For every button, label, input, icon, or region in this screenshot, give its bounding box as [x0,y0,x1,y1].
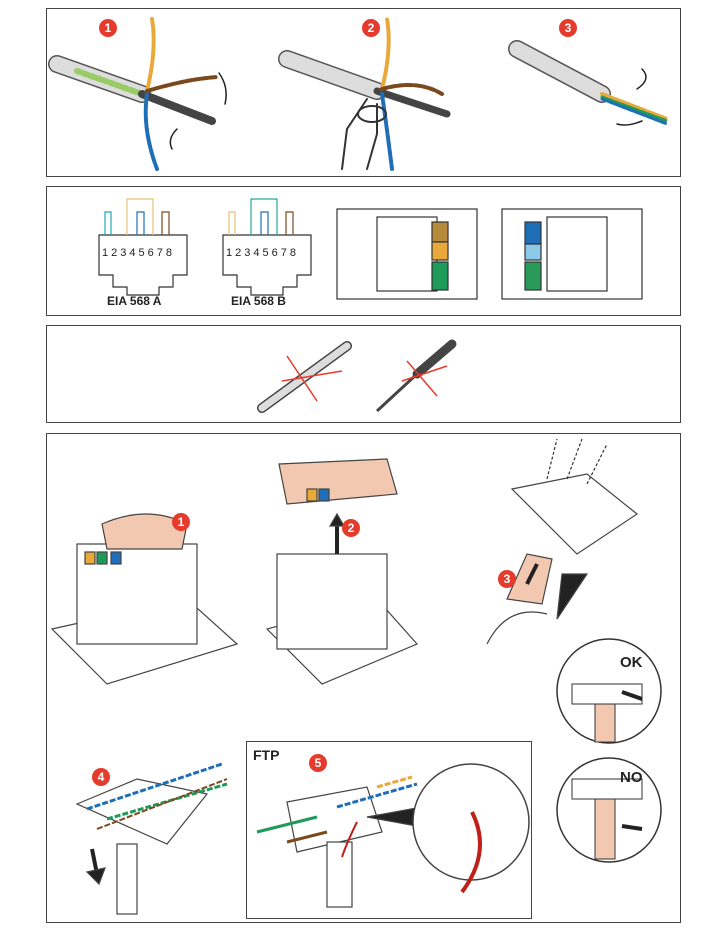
punch-down-tool-crossed-icon [257,341,352,413]
cable-step-1 [48,17,227,171]
module-step-4 [75,762,228,915]
step-badge-3: 3 [559,19,577,37]
label-no: NO [620,769,643,786]
ftp-detail-box: FTP 5 [246,741,532,919]
prohibited-tools-illustration [257,339,457,413]
panel-assembly: 1 2 3 4 OK NO FTP 5 [46,433,681,923]
wiring-diagrams [98,198,643,300]
rj45-socket-568a [98,198,188,296]
pin-numbers-568a: 12345678 [102,247,175,259]
step-badge-2: 2 [362,19,380,37]
ftp-illustration [256,763,530,908]
assembly-badge-2: 2 [342,519,360,537]
label-ftp: FTP [253,747,280,763]
assembly-badge-4: 4 [92,768,110,786]
keystone-jack-front [336,208,478,300]
module-step-1 [50,513,239,685]
panel-wiring-standards: 12345678 12345678 EIA 568 A EIA 568 B [46,186,681,316]
module-step-2 [265,458,419,685]
pin-numbers-568b: 12345678 [226,247,299,259]
detail-ok [556,638,662,744]
rj45-socket-568b [222,198,312,296]
label-ok: OK [620,654,643,671]
assembly-illustration [50,438,662,915]
assembly-badge-1: 1 [172,513,190,531]
keystone-jack-back [501,208,643,300]
detail-no [556,757,662,863]
cable-step-3 [508,40,669,126]
cable-stripping-illustration [48,17,669,171]
screwdriver-crossed-icon [375,339,457,413]
panel-cable-stripping: 1 2 3 [46,8,681,177]
assembly-badge-5: 5 [309,754,327,772]
module-step-3 [486,438,639,645]
label-eia-568b: EIA 568 B [231,294,286,308]
step-badge-1: 1 [99,19,117,37]
panel-prohibited-tools [46,325,681,423]
label-eia-568a: EIA 568 A [107,294,162,308]
cable-step-2 [278,17,451,171]
assembly-badge-3: 3 [498,570,516,588]
